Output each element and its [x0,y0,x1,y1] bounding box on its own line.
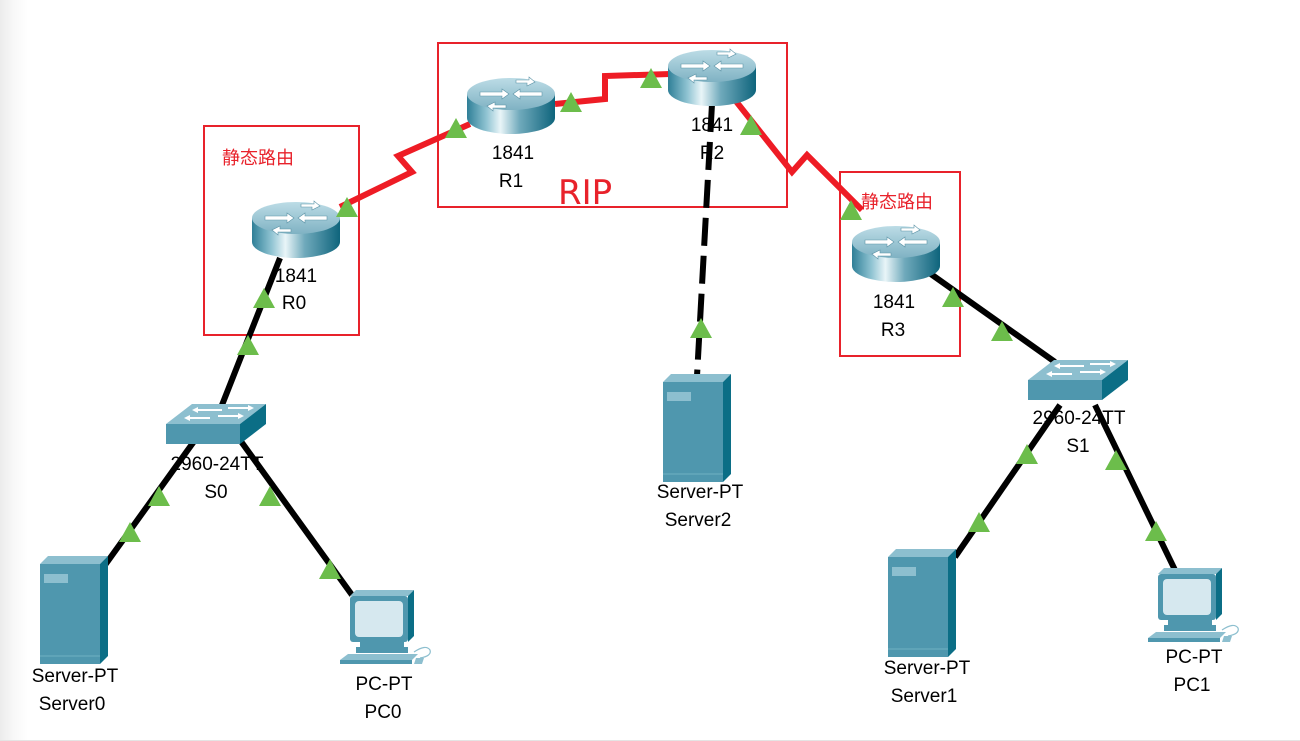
model-label: 1841 [873,292,915,313]
hostname-label: S1 [1066,436,1089,457]
link-up-icon [740,115,762,135]
links-serial [338,71,865,213]
hostname-label: Server0 [39,694,106,715]
link-r1-r2[interactable] [554,71,671,107]
router-icon [251,200,341,259]
link-up-icon [690,318,712,338]
link-r0-s0[interactable] [219,256,283,407]
links-ethernet [97,103,1178,597]
router-r0[interactable] [251,200,341,259]
hostname-label: Server1 [891,686,958,707]
device-labels: 1841 R0 1841 R1 1841 R2 1841 R3 2960-24T… [32,115,1223,723]
zone-static-route-r0: 静态路由 [203,125,360,336]
zone-border [203,125,360,336]
link-status-indicators [119,68,1167,579]
model-label: PC-PT [356,674,413,695]
router-r3[interactable] [851,224,941,283]
hostname-label: R2 [700,143,724,164]
server-icon [662,373,732,483]
link-s1-pc1[interactable] [1092,403,1178,572]
switch-icon [1027,359,1129,401]
router-r2[interactable] [667,48,757,107]
model-label: 1841 [691,115,733,136]
link-up-icon [253,288,275,308]
model-label: 2960-24TT [171,454,264,475]
pc-pc1[interactable] [1147,567,1239,643]
hostname-label: S0 [204,482,227,503]
hostname-label: R1 [499,171,523,192]
zone-static-route-r3: 静态路由 [839,171,961,357]
switch-s0[interactable] [165,403,267,445]
model-label: Server-PT [32,666,119,687]
model-label: 2960-24TT [1033,408,1126,429]
link-r2-server2[interactable] [694,103,715,377]
zone-label: RIP [558,173,612,213]
hostname-label: PC0 [365,702,402,723]
model-label: 1841 [492,143,534,164]
model-label: Server-PT [657,482,744,503]
zone-label: 静态路由 [222,148,294,169]
link-up-icon [1145,521,1167,541]
server-server1[interactable] [887,548,957,658]
model-label: PC-PT [1166,647,1223,668]
pc-pc0[interactable] [339,589,431,665]
hostname-label: PC1 [1174,675,1211,696]
link-up-icon [640,68,662,88]
link-r3-s1[interactable] [926,269,1057,365]
zone-border [437,42,788,208]
hostname-label: R0 [282,293,306,314]
router-icon [466,76,556,135]
link-up-icon [237,335,259,355]
router-icon [667,48,757,107]
server-icon [39,555,109,665]
link-s0-server0[interactable] [97,438,198,574]
router-icon [851,224,941,283]
switch-s1[interactable] [1027,359,1129,401]
server-server0[interactable] [39,555,109,665]
zone-border [839,171,961,357]
switch-icon [165,403,267,445]
link-r2-r3[interactable] [732,98,865,213]
hostname-label: R3 [881,320,905,341]
link-r0-r1[interactable] [338,121,472,210]
link-up-icon [1016,444,1038,464]
server-icon [887,548,957,658]
model-label: 1841 [275,266,317,287]
hostname-label: Server2 [665,510,732,531]
link-up-icon [119,522,141,542]
zone-label: 静态路由 [861,192,933,213]
server-server2[interactable] [662,373,732,483]
router-r1[interactable] [466,76,556,135]
pc-icon [1147,567,1239,643]
zone-rip: RIP [437,42,788,213]
pc-icon [339,589,431,665]
model-label: Server-PT [884,658,971,679]
link-up-icon [319,559,341,579]
